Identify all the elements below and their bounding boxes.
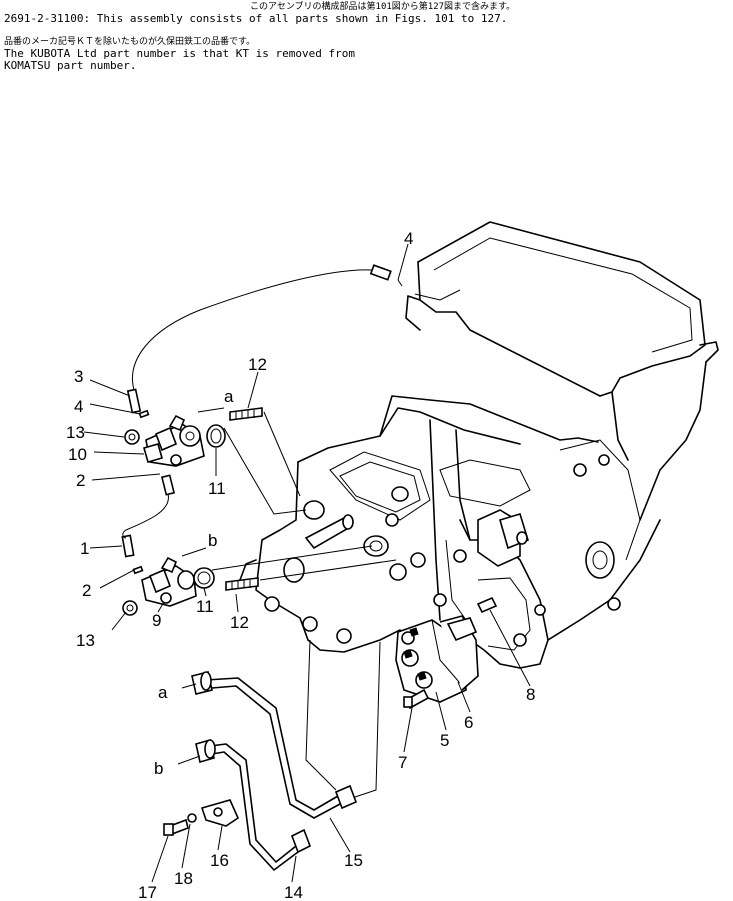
callout-17: 17 — [138, 883, 157, 901]
stud-upper-12 — [229, 407, 263, 421]
callout-5: 5 — [440, 731, 449, 750]
callout-6: 6 — [464, 713, 473, 732]
pin-upper-3 — [126, 388, 142, 414]
komatsu-part-number-note: KOMATSU part number. — [4, 59, 137, 72]
callout-a-upper: a — [224, 387, 234, 406]
callout-15: 15 — [344, 851, 363, 870]
callout-4-upper: 4 — [74, 397, 83, 416]
japanese-assembly-note: このアセンブリの構成部品は第101図から第127図まで含みます。 — [250, 2, 516, 12]
cable-upper — [132, 269, 373, 391]
callout-8: 8 — [526, 685, 535, 704]
stud-lower-12 — [225, 577, 259, 591]
callout-18: 18 — [174, 869, 193, 888]
callout-labels: 4 3 4 13 10 2 1 2 13 9 11 12 11 12 a b a… — [66, 229, 535, 901]
callout-2-upper: 2 — [76, 471, 85, 490]
clip-upper-4 — [138, 409, 150, 419]
callout-7: 7 — [398, 753, 407, 772]
pin-lower-1 — [121, 534, 135, 558]
transmission-housing — [239, 221, 719, 669]
nut-lower-13 — [122, 600, 138, 616]
callout-13-lower: 13 — [76, 631, 95, 650]
valve-unit — [395, 615, 479, 703]
callout-2-lower: 2 — [82, 581, 91, 600]
o-ring-upper-11 — [206, 424, 226, 448]
upper-cylinder-part-10 — [143, 414, 205, 467]
callout-3: 3 — [74, 367, 83, 386]
cable-lower — [122, 493, 169, 539]
washer-part-18 — [187, 813, 197, 823]
callout-12-upper: 12 — [248, 355, 267, 374]
callout-b-lower: b — [154, 759, 163, 778]
callout-1: 1 — [80, 539, 89, 558]
clip-lower-2 — [132, 565, 144, 575]
callout-a-lower: a — [158, 683, 168, 702]
callout-11-upper: 11 — [208, 479, 226, 498]
o-ring-lower-11 — [193, 567, 215, 589]
lower-cylinder-part-9 — [141, 556, 197, 607]
assembly-guide-lines — [211, 411, 397, 801]
clamp-part-16 — [200, 799, 240, 827]
callout-16: 16 — [210, 851, 229, 870]
bolt-part-8 — [476, 596, 498, 614]
callout-leader-lines — [83, 243, 531, 883]
callout-4-top: 4 — [404, 229, 413, 248]
callout-13-upper: 13 — [66, 423, 85, 442]
callout-12-lower: 12 — [230, 613, 249, 632]
callout-b-upper: b — [208, 531, 217, 550]
callout-11-lower: 11 — [196, 597, 214, 616]
bolt-part-7 — [403, 688, 430, 710]
parts-catalog-header: このアセンブリの構成部品は第101図から第127図まで含みます。 2691-2-… — [4, 2, 724, 72]
pipe-part-14 — [195, 738, 312, 871]
bolt-part-17 — [163, 818, 189, 836]
japanese-part-number-note: 品番のメーカ記号ＫＴを除いたものが久保田鉄工の品番です。 — [4, 37, 256, 47]
callout-14: 14 — [284, 883, 303, 901]
clip-top-4 — [397, 279, 403, 287]
kubota-part-number-note: The KUBOTA Ltd part number is that KT is… — [4, 47, 355, 60]
assembly-scope-note: 2691-2-31100: This assembly consists of … — [4, 12, 508, 25]
pipe-part-15 — [191, 671, 358, 819]
nut-upper-13 — [124, 429, 140, 445]
pin-upper-2 — [160, 474, 176, 496]
sleeve-top-4 — [369, 264, 392, 281]
callout-9: 9 — [152, 611, 161, 630]
callout-10: 10 — [68, 445, 87, 464]
